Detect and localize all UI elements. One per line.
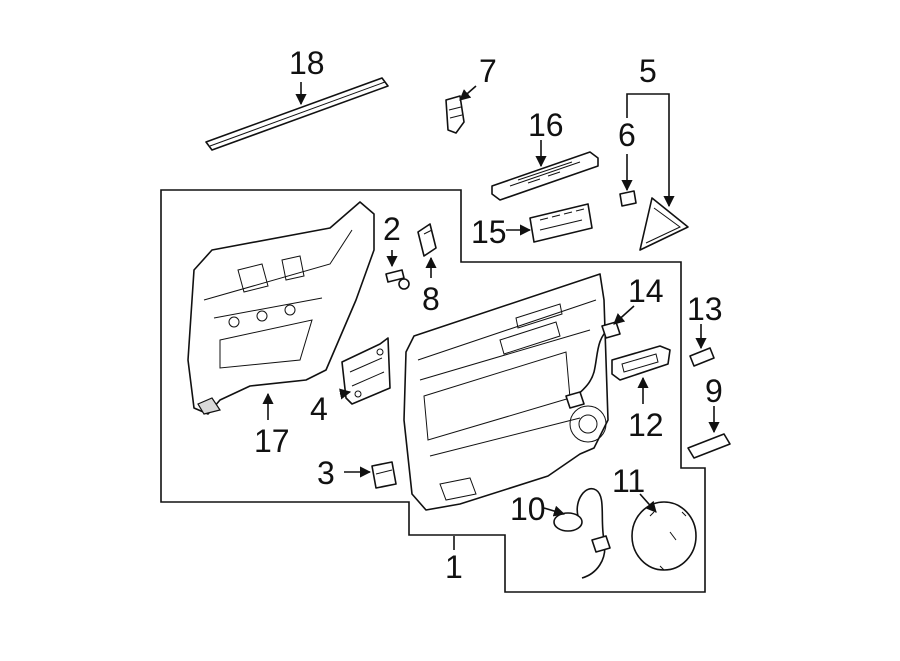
callout-2: 2 xyxy=(383,211,401,247)
belt-molding-part xyxy=(205,77,389,151)
clip-part-6 xyxy=(619,190,637,207)
reflector-part-9 xyxy=(687,433,731,459)
callout-10: 10 xyxy=(510,491,546,527)
clip-part-7 xyxy=(445,95,465,134)
switch-part-3 xyxy=(371,461,397,489)
callout-6: 6 xyxy=(618,117,636,153)
mirror-patch-part xyxy=(639,197,689,251)
callout-4: 4 xyxy=(310,391,328,427)
speaker-part-11 xyxy=(631,501,697,571)
door-panel-inner-part xyxy=(187,201,375,415)
door-trim-panel-part xyxy=(403,273,609,511)
callout-14: 14 xyxy=(628,273,664,309)
switch-bezel-part xyxy=(491,151,599,201)
callout-3: 3 xyxy=(317,455,335,491)
handle-bezel-part xyxy=(611,345,671,381)
callout-12: 12 xyxy=(628,407,664,443)
callout-16: 16 xyxy=(528,107,564,143)
callout-17: 17 xyxy=(254,423,290,459)
callout-9: 9 xyxy=(705,373,723,409)
tweeter-part-10 xyxy=(553,487,611,579)
callout-5: 5 xyxy=(639,53,657,89)
mounting-bracket-part xyxy=(341,337,391,405)
window-switch-part xyxy=(529,203,593,243)
callout-13: 13 xyxy=(687,291,723,327)
callout-1: 1 xyxy=(445,549,463,585)
wire-harness-part-14 xyxy=(565,321,621,409)
cover-part-13 xyxy=(689,347,715,367)
callout-8: 8 xyxy=(422,281,440,317)
callout-18: 18 xyxy=(289,45,325,81)
callout-7: 7 xyxy=(479,53,497,89)
assembly-outline xyxy=(160,189,706,593)
callout-15: 15 xyxy=(471,214,507,250)
bracket-part-8 xyxy=(417,223,437,257)
fastener-part-2 xyxy=(385,269,410,290)
leader-lines xyxy=(262,82,720,550)
callout-11: 11 xyxy=(612,463,645,499)
